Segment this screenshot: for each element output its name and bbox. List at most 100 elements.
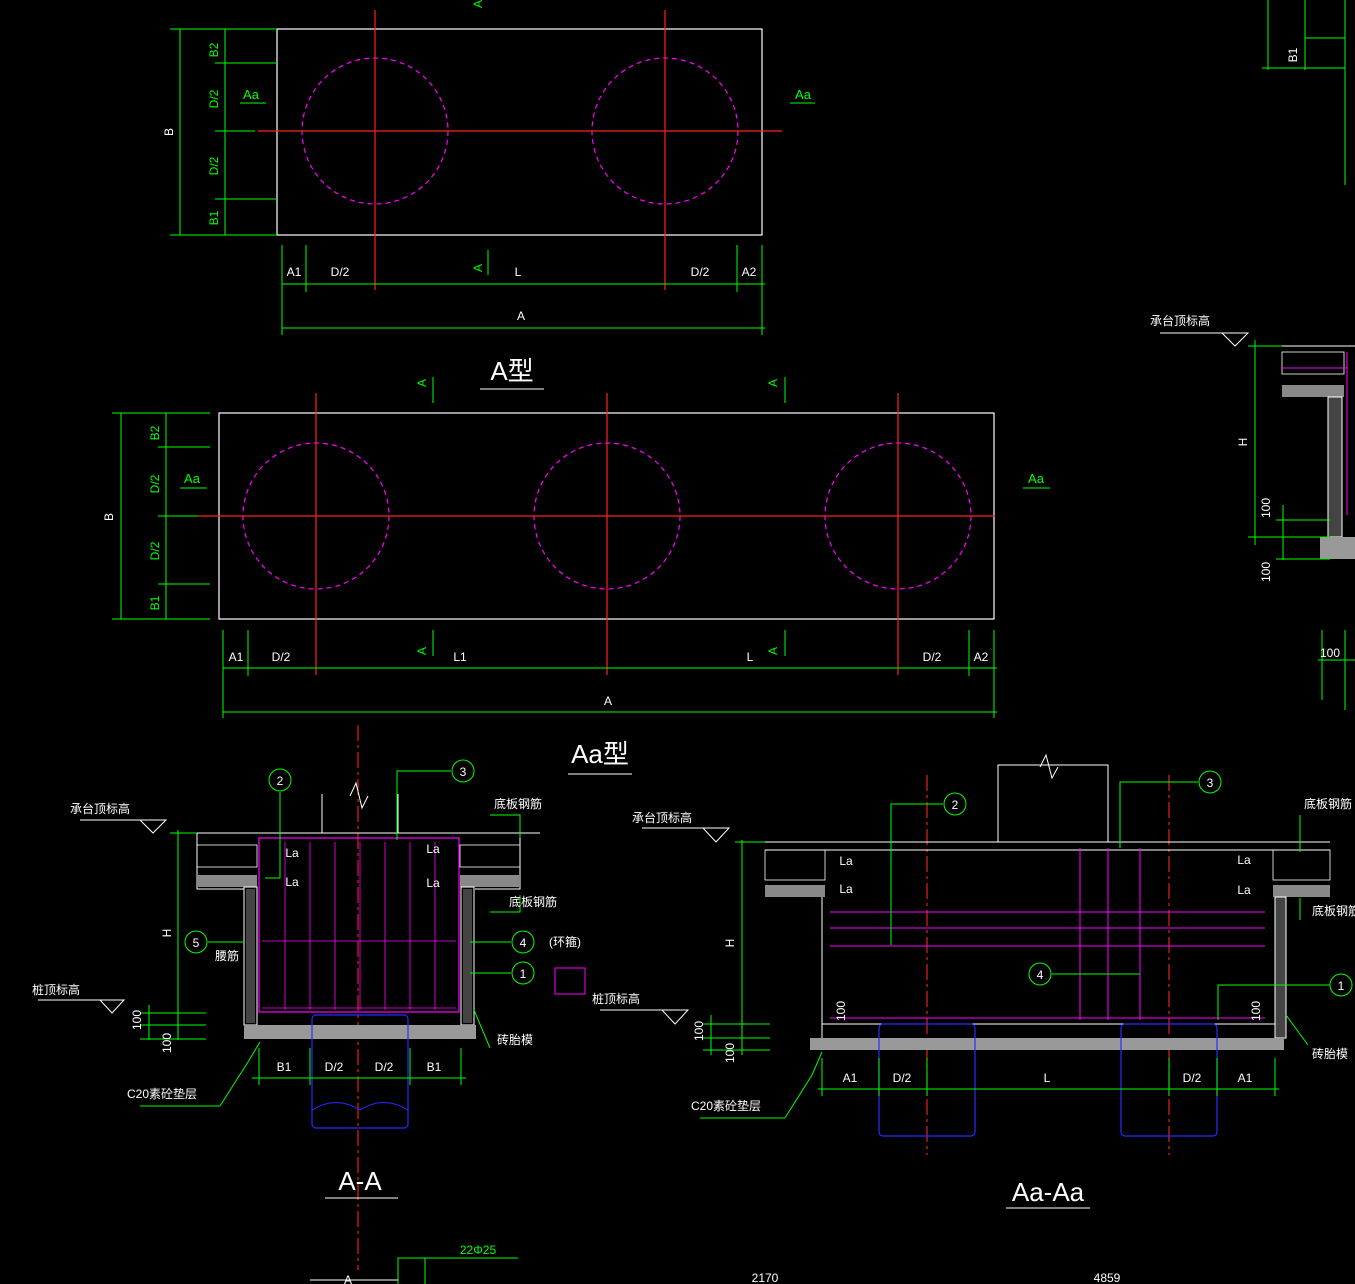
rebar-lines bbox=[830, 848, 1265, 1020]
column-stub bbox=[997, 764, 1109, 842]
pile-top-elevation: 桩顶标高 bbox=[592, 991, 640, 1006]
bottom-dimensions bbox=[252, 1048, 466, 1085]
dim-a-total: A bbox=[517, 309, 525, 323]
slab-cushion bbox=[1282, 385, 1344, 397]
height-dimensions bbox=[703, 840, 770, 1055]
section-title: A-A bbox=[338, 1166, 382, 1196]
pile-top-elevation: 桩顶标高 bbox=[32, 982, 80, 997]
dim-b1: B1 bbox=[1286, 47, 1300, 62]
callout-circle bbox=[451, 759, 475, 783]
plan-title: Aa型 bbox=[571, 739, 629, 769]
slab-right bbox=[1272, 849, 1331, 881]
bottom-dimensions bbox=[222, 630, 997, 718]
dim-l1: L1 bbox=[453, 650, 467, 664]
pile-section bbox=[311, 1014, 409, 1129]
dim-100: 100 bbox=[1259, 562, 1273, 582]
callout-1: 1 bbox=[520, 967, 527, 981]
callout-4: 4 bbox=[1037, 968, 1044, 982]
dim-100: 100 bbox=[160, 1033, 174, 1053]
cushion-label: C20素砼垫层 bbox=[691, 1098, 761, 1113]
plan-a-type: B2 D/2 D/2 B1 B A1 D/2 L D/2 A2 A A A Aa… bbox=[162, 0, 815, 390]
dim-h: H bbox=[160, 929, 174, 938]
dim-b-total: B bbox=[162, 128, 176, 136]
dim-a1: A1 bbox=[1238, 1071, 1253, 1085]
cap-outline bbox=[276, 28, 763, 236]
section-title: Aa-Aa bbox=[1012, 1177, 1085, 1207]
cushion bbox=[1320, 537, 1355, 559]
cap-top-elevation: 承台顶标高 bbox=[1150, 313, 1210, 328]
dim-100: 100 bbox=[130, 1010, 144, 1030]
bottom-rebar-label: 底板钢筋 bbox=[1312, 903, 1355, 918]
dim-100: 100 bbox=[692, 1021, 706, 1041]
callout-circle bbox=[184, 930, 208, 954]
la-label: La bbox=[1237, 853, 1251, 867]
dim-b1: B1 bbox=[207, 210, 221, 225]
side-detail: B1 承台顶标高 H 100 100 100 bbox=[1150, 0, 1355, 710]
callout-4: 4 bbox=[520, 936, 527, 950]
dim-b1: B1 bbox=[427, 1060, 442, 1074]
la-label: La bbox=[1237, 883, 1251, 897]
slab-left bbox=[764, 849, 826, 881]
callout-circle bbox=[511, 961, 535, 985]
la-label: La bbox=[839, 882, 853, 896]
slab-left bbox=[196, 844, 258, 868]
dim-b1: B1 bbox=[148, 595, 162, 610]
brick-label: 砖胎模 bbox=[1312, 1046, 1348, 1061]
dim-d2: D/2 bbox=[893, 1071, 912, 1085]
dim-b2: B2 bbox=[207, 42, 221, 57]
dim-l: L bbox=[1044, 1071, 1051, 1085]
slab bbox=[1281, 351, 1345, 375]
bottom-rebar-label: 底板钢筋 bbox=[494, 796, 542, 811]
dim-d2: D/2 bbox=[148, 541, 162, 560]
brick-wall-right bbox=[1274, 896, 1287, 1039]
callout-leaders bbox=[700, 781, 1330, 1119]
callout-circle bbox=[1198, 770, 1222, 794]
dim-a-total: A bbox=[604, 694, 612, 708]
brick-hatch bbox=[463, 889, 472, 1023]
dim-a2: A2 bbox=[974, 650, 989, 664]
slab-cushion-left bbox=[197, 875, 257, 887]
section-mark-aa: Aa bbox=[795, 87, 812, 102]
dim-d2: D/2 bbox=[691, 265, 710, 279]
callout-circle bbox=[268, 768, 292, 792]
la-label: La bbox=[426, 842, 440, 856]
callout-leaders bbox=[140, 770, 521, 1107]
pile-break bbox=[311, 1102, 409, 1111]
dim-l: L bbox=[747, 650, 754, 664]
dim-a1: A1 bbox=[229, 650, 244, 664]
plan-title: A型 bbox=[490, 356, 533, 386]
dim-d2: D/2 bbox=[148, 474, 162, 493]
callout-2: 2 bbox=[952, 798, 959, 812]
section-mark-aa: Aa bbox=[243, 87, 260, 102]
footer: 22Φ25 A 2170 4859 bbox=[310, 1243, 1121, 1284]
ring-label: (环箍) bbox=[549, 934, 581, 949]
dim-d2: D/2 bbox=[1183, 1071, 1202, 1085]
rebar-cage bbox=[258, 837, 460, 1013]
dim-a2: A2 bbox=[742, 265, 757, 279]
left-dimensions bbox=[112, 412, 210, 620]
rebar-leader bbox=[397, 1257, 426, 1284]
dim-d2: D/2 bbox=[272, 650, 291, 664]
la-label: La bbox=[285, 875, 299, 889]
plan-aa-type: B2 D/2 D/2 B1 B A1 D/2 L1 L D/2 A2 A A A… bbox=[102, 377, 1050, 775]
dim-d2: D/2 bbox=[331, 265, 350, 279]
dim-100: 100 bbox=[834, 1001, 848, 1021]
bottom-rebar-label: 底板钢筋 bbox=[1304, 796, 1352, 811]
callout-circle bbox=[1028, 962, 1052, 986]
dim-d2: D/2 bbox=[923, 650, 942, 664]
dim-h: H bbox=[723, 939, 737, 948]
cap-top-elevation: 承台顶标高 bbox=[632, 810, 692, 825]
section-mark-a: A bbox=[471, 264, 485, 272]
slab-cushion-right bbox=[460, 875, 520, 887]
height-dims bbox=[1248, 340, 1355, 710]
section-mark-a: A bbox=[766, 379, 780, 387]
callout-1: 1 bbox=[1338, 979, 1345, 993]
section-mark-aa: Aa bbox=[184, 471, 201, 486]
callout-3: 3 bbox=[1207, 776, 1214, 790]
brick-hatch bbox=[246, 889, 255, 1023]
dim-b-total: B bbox=[102, 513, 116, 521]
dim-d2: D/2 bbox=[207, 156, 221, 175]
cap-top-elevation: 承台顶标高 bbox=[70, 801, 130, 816]
